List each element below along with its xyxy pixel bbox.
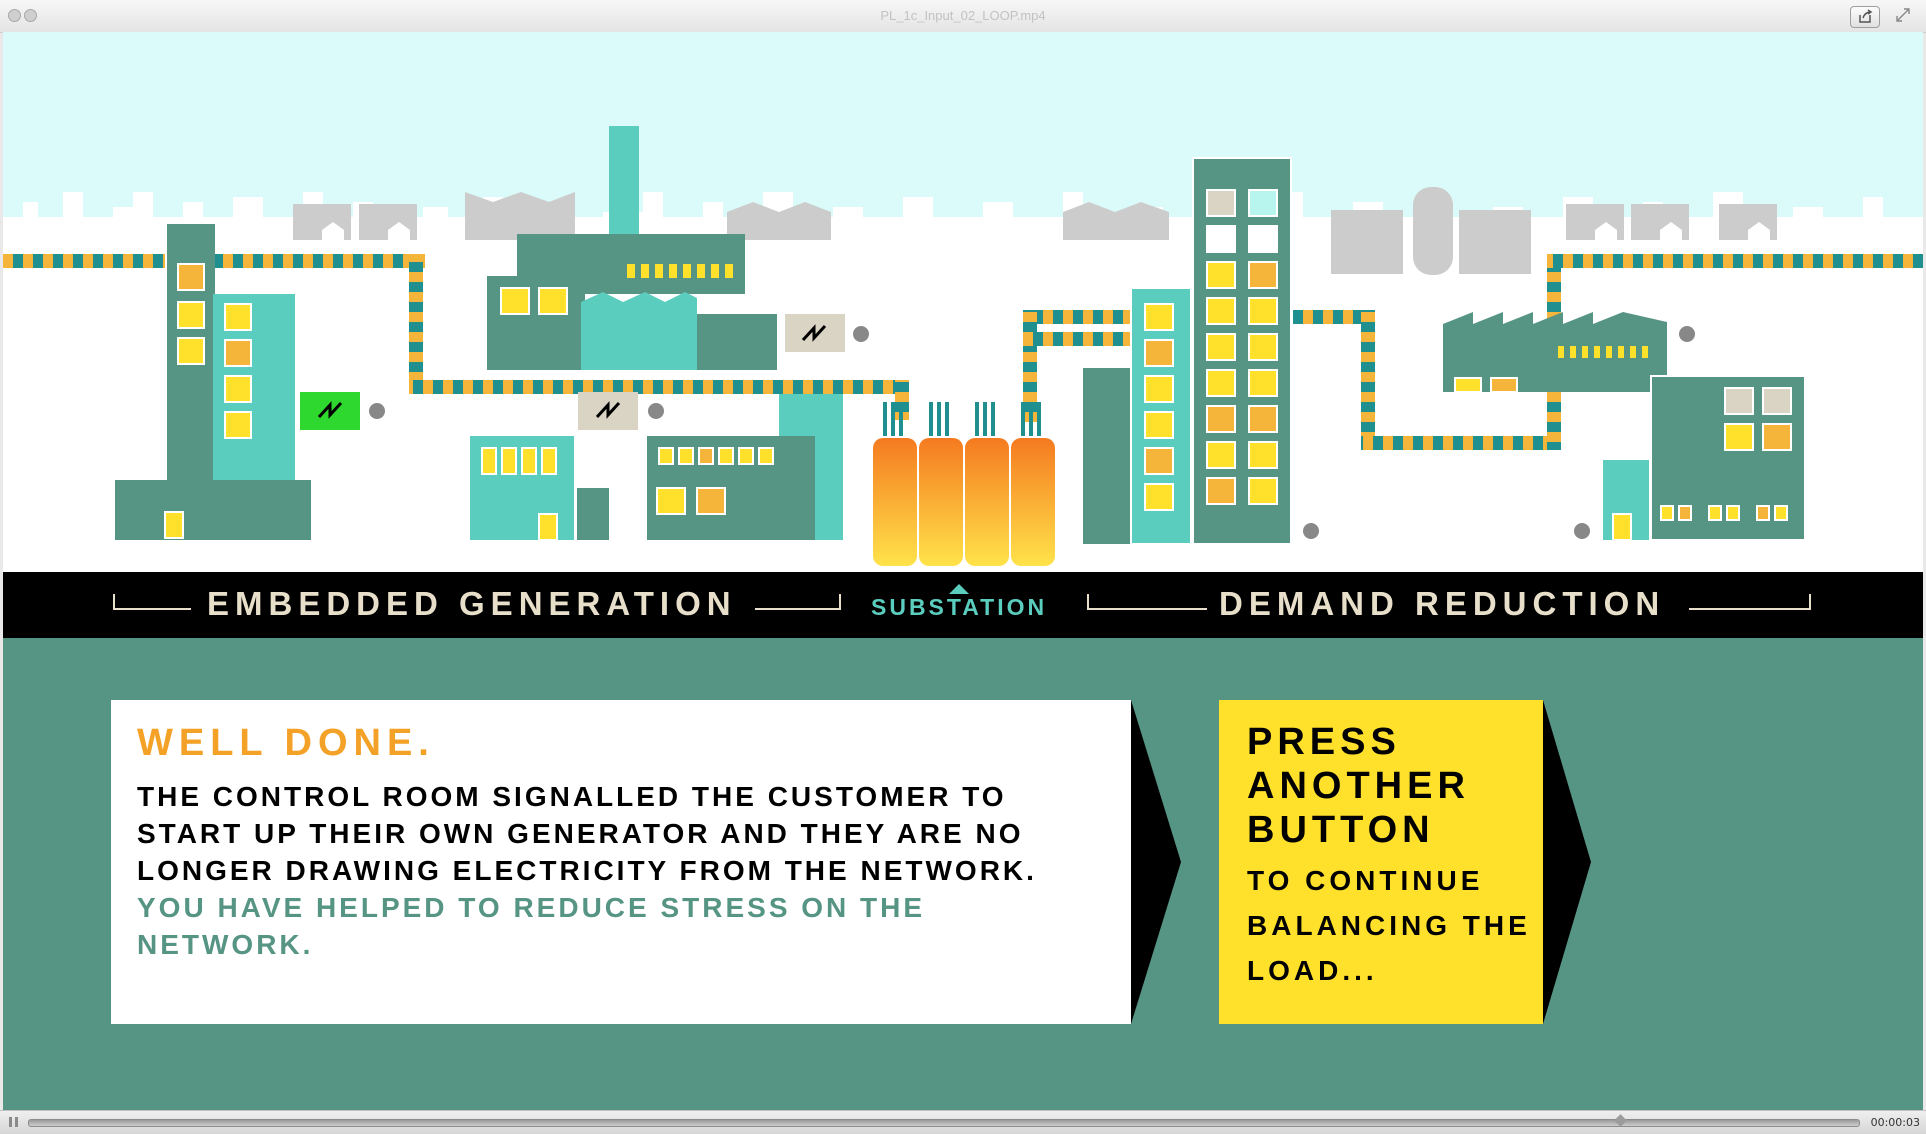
close-button[interactable] xyxy=(8,9,21,22)
bracket-left-end xyxy=(755,594,841,610)
prompt-arrow-icon xyxy=(1543,700,1591,1024)
pause-icon-bar xyxy=(15,1117,18,1127)
substation-pointer-icon xyxy=(949,584,969,594)
video-frame: EMBEDDED GENERATION SUBSTATION DEMAND RE… xyxy=(3,32,1923,1110)
result-card: WELL DONE. THE CONTROL ROOM SIGNALLED TH… xyxy=(111,700,1131,1024)
embedded-generation-label: EMBEDDED GENERATION xyxy=(207,585,737,622)
zoom-button[interactable] xyxy=(24,9,37,22)
progress-track[interactable] xyxy=(28,1119,1860,1127)
bracket-right-end xyxy=(1689,594,1811,610)
result-text: THE CONTROL ROOM SIGNALLED THE CUSTOMER … xyxy=(137,781,1037,886)
substation-label: SUBSTATION xyxy=(871,594,1048,620)
card-arrow-icon xyxy=(1131,700,1181,1024)
result-title: WELL DONE. xyxy=(137,722,435,764)
fullscreen-button[interactable] xyxy=(1896,8,1910,22)
continue-prompt: PRESS ANOTHER BUTTON TO CONTINUE BALANCI… xyxy=(1219,700,1543,1024)
grid-illustration xyxy=(3,32,1923,572)
demand-reduction-label: DEMAND REDUCTION xyxy=(1219,585,1666,622)
share-icon xyxy=(1859,9,1873,23)
pause-button[interactable] xyxy=(9,1117,18,1127)
window-title: PL_1c_Input_02_LOOP.mp4 xyxy=(880,8,1046,23)
result-highlight: YOU HAVE HELPED TO REDUCE STRESS ON THE … xyxy=(137,892,926,960)
share-button[interactable] xyxy=(1850,6,1880,28)
prompt-subtitle: TO CONTINUE BALANCING THE LOAD... xyxy=(1247,865,1531,986)
time-display: 00:00:03 xyxy=(1870,1116,1920,1129)
bracket-left-start xyxy=(113,594,191,610)
result-body: THE CONTROL ROOM SIGNALLED THE CUSTOMER … xyxy=(137,778,1097,963)
window-titlebar: PL_1c_Input_02_LOOP.mp4 xyxy=(0,0,1926,33)
player-controls: 00:00:03 xyxy=(0,1110,1926,1134)
fullscreen-icon xyxy=(1896,8,1910,22)
network-label-band: EMBEDDED GENERATION SUBSTATION DEMAND RE… xyxy=(3,572,1923,638)
message-area: WELL DONE. THE CONTROL ROOM SIGNALLED TH… xyxy=(3,638,1923,1110)
prompt-title: PRESS ANOTHER BUTTON xyxy=(1247,721,1470,851)
bracket-right-start xyxy=(1087,594,1207,610)
pause-icon xyxy=(9,1117,12,1127)
